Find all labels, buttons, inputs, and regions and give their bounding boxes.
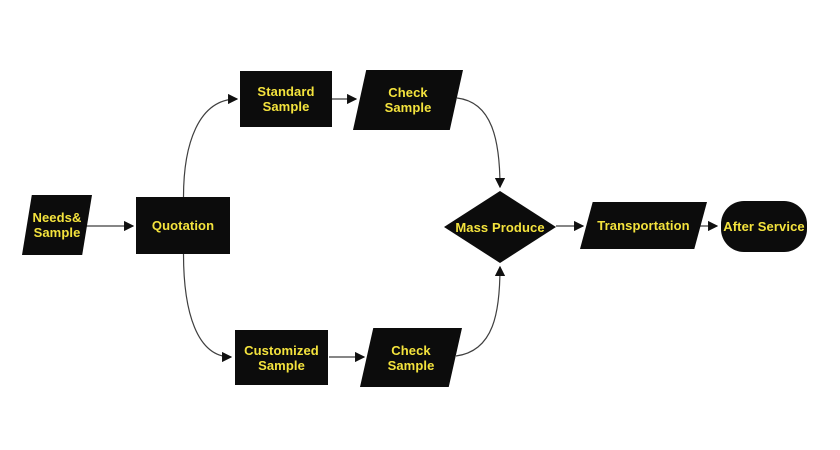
node-label-line: After Service bbox=[723, 219, 805, 234]
node-label-line: Mass Produce bbox=[455, 219, 545, 235]
node-transportation: Transportation bbox=[580, 202, 707, 249]
node-needs-sample: Needs& Sample bbox=[22, 195, 92, 255]
node-label-line: Sample bbox=[387, 357, 435, 373]
node-label-line: Sample bbox=[262, 99, 310, 114]
node-mass-produce: Mass Produce bbox=[444, 191, 556, 263]
node-label-line: Customized bbox=[244, 342, 319, 358]
node-label-line: Sample bbox=[258, 357, 305, 373]
node-check-sample-bottom: Check Sample bbox=[360, 328, 462, 387]
node-customized-sample: Customized Sample bbox=[235, 330, 328, 385]
node-label-line: Standard bbox=[257, 84, 315, 99]
node-label-line: Needs& bbox=[32, 210, 82, 225]
node-quotation: Quotation bbox=[136, 197, 230, 254]
node-after-service: After Service bbox=[721, 201, 807, 252]
node-check-sample-top: Check Sample bbox=[353, 70, 463, 130]
node-label-line: Sample bbox=[384, 100, 432, 115]
edge-quotation-to-standard bbox=[182, 93, 239, 198]
edge-quotation-to-customized bbox=[182, 253, 233, 363]
edge-check-bottom-to-diamond bbox=[455, 265, 506, 357]
node-label-line: Check bbox=[391, 342, 431, 358]
node-label-line: Check bbox=[388, 85, 428, 100]
node-standard-sample: Standard Sample bbox=[240, 71, 332, 127]
node-label-line: Sample bbox=[33, 225, 81, 240]
node-label-line: Quotation bbox=[151, 218, 215, 233]
edge-check-top-to-diamond bbox=[456, 97, 506, 189]
node-label-line: Transportation bbox=[597, 218, 690, 233]
